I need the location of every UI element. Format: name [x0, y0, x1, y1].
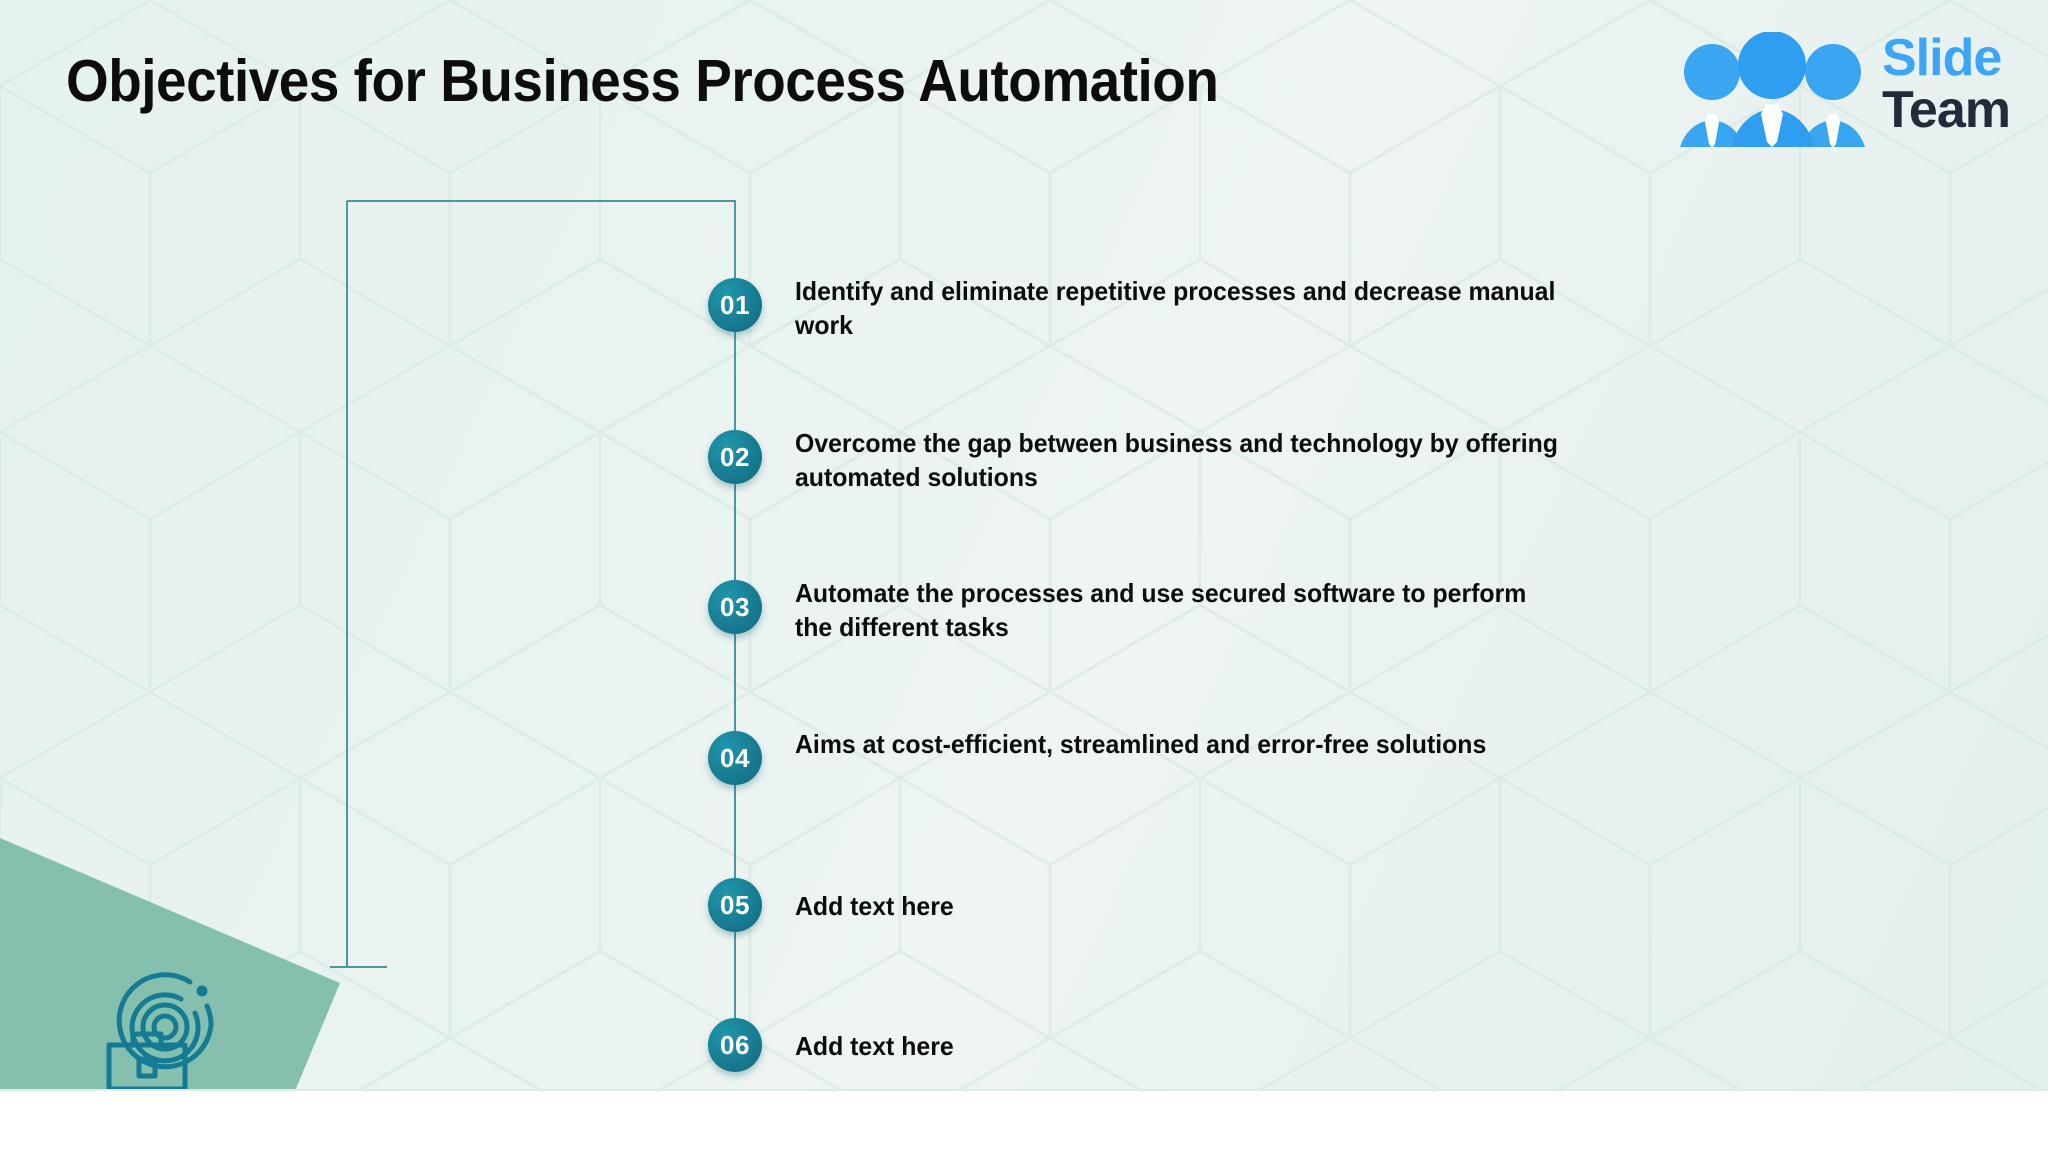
target-briefcase-icon	[106, 972, 214, 1090]
timeline-number-badge[interactable]: 01	[708, 278, 762, 332]
logo-text-slide: Slide	[1882, 29, 2002, 87]
green-angled-polygon	[0, 838, 340, 1091]
logo-text-team: Team	[1882, 81, 2011, 139]
timeline-item-text: Identify and eliminate repetitive proces…	[795, 276, 1556, 340]
timeline-item-text: Overcome the gap between business and te…	[795, 428, 1558, 492]
timeline-item-text: Add text here	[795, 891, 954, 921]
timeline-item-text: Automate the processes and use secured s…	[795, 578, 1527, 642]
timeline-item-text: Add text here	[795, 1031, 954, 1061]
slideteam-logo[interactable]: Slide Team	[1660, 18, 2030, 148]
timeline-number-badge[interactable]: 04	[708, 731, 762, 785]
slide-bottom-divider	[0, 1089, 2048, 1091]
timeline-number-badge[interactable]: 06	[708, 1018, 762, 1072]
timeline-number-badge[interactable]: 05	[708, 878, 762, 932]
three-people-group-icon	[1680, 32, 1865, 147]
page-title: Objectives for Business Process Automati…	[66, 48, 1219, 114]
below-slide-area	[0, 1091, 2048, 1152]
timeline-item-text: Aims at cost-efficient, streamlined and …	[795, 729, 1487, 759]
timeline-number-badge[interactable]: 03	[708, 580, 762, 634]
left-bracket-connector	[330, 200, 736, 968]
slide-canvas: Objectives for Business Process Automati…	[0, 0, 2048, 1091]
timeline-number-badge[interactable]: 02	[708, 430, 762, 484]
